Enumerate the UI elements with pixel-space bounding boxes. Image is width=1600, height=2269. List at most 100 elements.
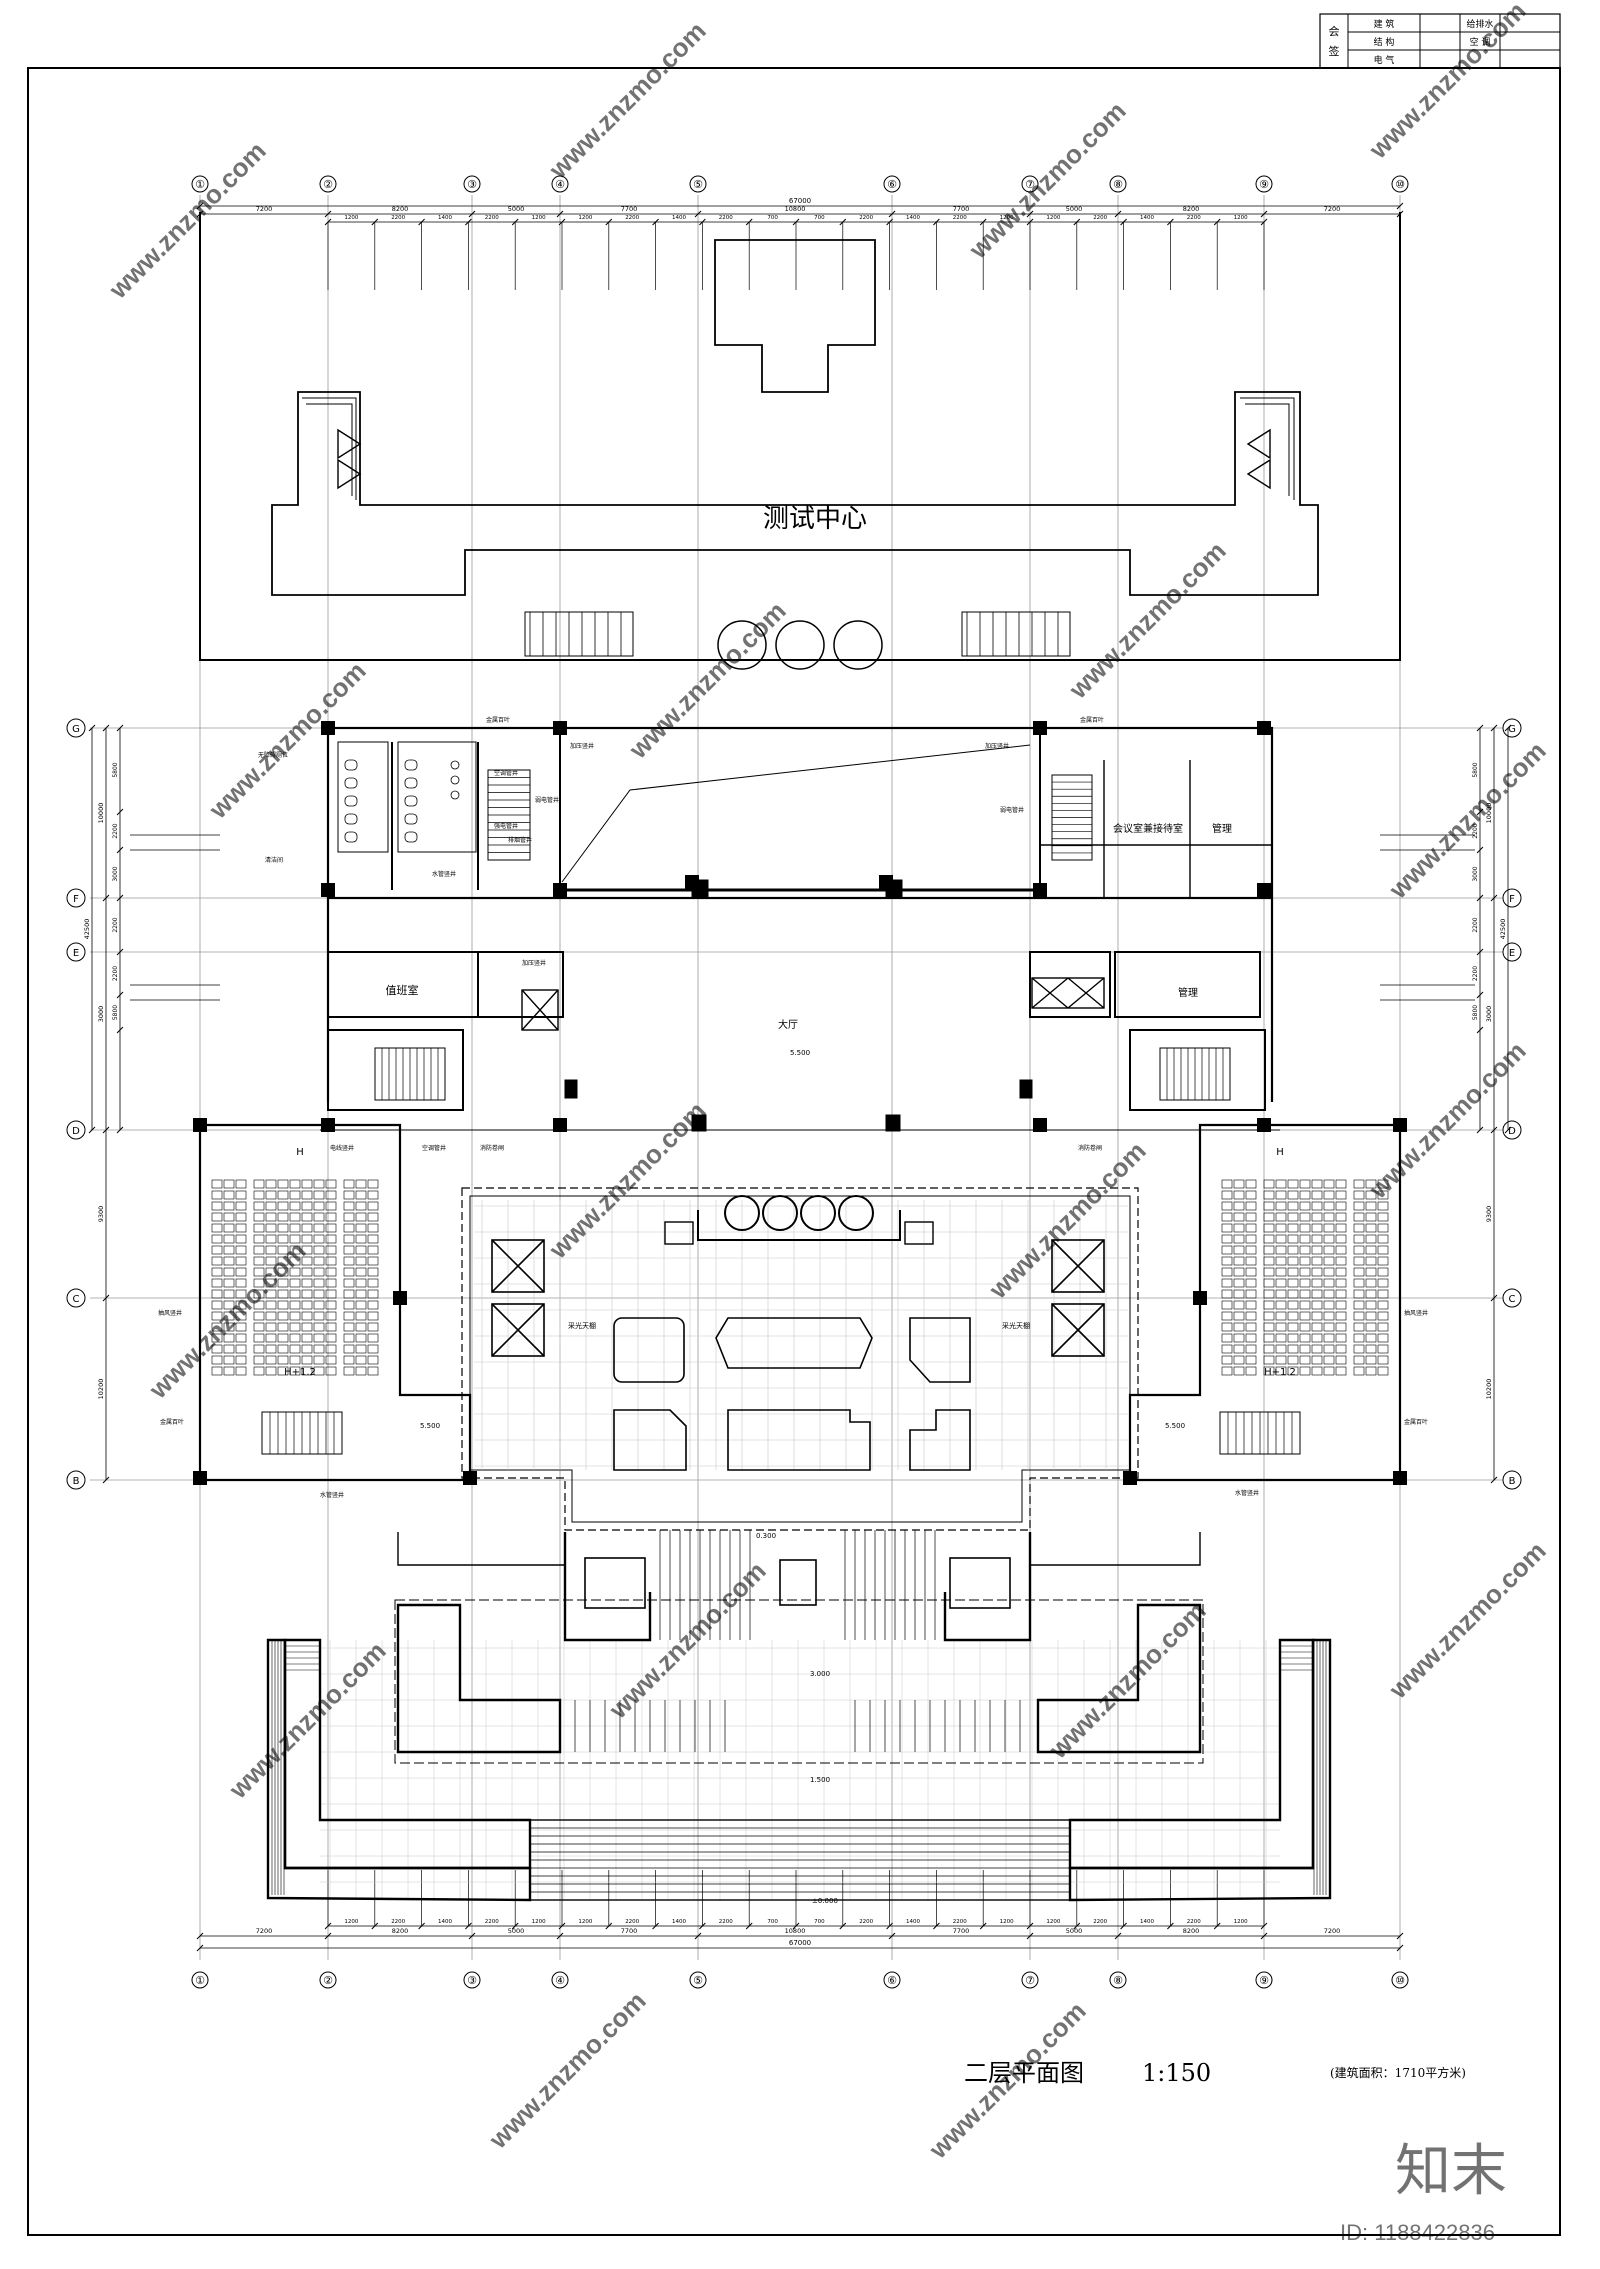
dim-sub-bottom-label: 700: [814, 1919, 825, 1925]
seat-right: [1287, 1179, 1299, 1189]
dim-sub-top-label: 2200: [485, 215, 499, 221]
seat-left: [265, 1278, 277, 1288]
seat-left: [253, 1190, 265, 1200]
seat-right: [1299, 1366, 1311, 1376]
toilet-fixture: [404, 759, 418, 771]
dim-sub-top-label: 2200: [625, 215, 639, 221]
elev-left-stair: 5.500: [420, 1422, 440, 1430]
axis-bubble-col: [463, 175, 481, 193]
seat-right: [1233, 1223, 1245, 1233]
seat-left: [235, 1212, 247, 1222]
dim-axis-bottom-label: 8200: [1183, 1927, 1200, 1935]
axis-label-row: D: [1508, 1126, 1516, 1137]
urinal: [450, 790, 460, 800]
label-fire-shutter-1: 消防卷闸: [480, 1144, 504, 1152]
seat-right: [1377, 1278, 1389, 1288]
axis-label-col: ③: [467, 178, 477, 191]
seat-left: [325, 1366, 337, 1376]
seat-left: [289, 1278, 301, 1288]
watermark-site: www.znzmo.com: [482, 1986, 651, 2155]
seat-right: [1299, 1311, 1311, 1321]
seat-left: [289, 1289, 301, 1299]
seat-left: [355, 1190, 367, 1200]
axis-label-col: ⑩: [1395, 178, 1405, 191]
toilet-block: [337, 741, 479, 890]
axis-bubble-col: [1255, 1971, 1273, 1989]
seat-left: [235, 1311, 247, 1321]
seat-left: [277, 1256, 289, 1266]
seat-left: [253, 1179, 265, 1189]
seat-left: [265, 1179, 277, 1189]
seat-left: [325, 1278, 337, 1288]
seat-left: [289, 1179, 301, 1189]
seat-left: [211, 1212, 223, 1222]
stair-right-mid: [1159, 1047, 1231, 1101]
seat-left: [355, 1289, 367, 1299]
dim-left-detail-label: 5800: [112, 1005, 119, 1020]
seat-left: [289, 1201, 301, 1211]
seat-right: [1287, 1212, 1299, 1222]
seat-left: [367, 1267, 379, 1277]
seat-left: [211, 1223, 223, 1233]
sign-label-2: 签: [1329, 44, 1340, 58]
seat-right: [1365, 1201, 1377, 1211]
toilet-fixture: [344, 777, 358, 789]
lecture-seats: [211, 1179, 1389, 1376]
dim-sub-bottom-label: 1200: [344, 1919, 358, 1925]
seat-right: [1263, 1201, 1275, 1211]
elev-lobby: 5.500: [790, 1049, 810, 1057]
axis-bubble-col: [1391, 1971, 1409, 1989]
seat-left: [265, 1234, 277, 1244]
seat-left: [289, 1190, 301, 1200]
label-pressure-3: 加压竖井: [522, 959, 546, 967]
seat-right: [1335, 1245, 1347, 1255]
seat-right: [1275, 1344, 1287, 1354]
seat-right: [1365, 1256, 1377, 1266]
label-ac-shaft-2: 空调管井: [422, 1144, 446, 1152]
watermark-site: www.znzmo.com: [1062, 536, 1231, 705]
seat-right: [1221, 1355, 1233, 1365]
atrium-floor-grid: [320, 1200, 1280, 1900]
seat-left: [313, 1234, 325, 1244]
axis-bubble-row: [1502, 718, 1522, 738]
seat-left: [223, 1201, 235, 1211]
seat-right: [1245, 1278, 1257, 1288]
seat-right: [1323, 1212, 1335, 1222]
seat-left: [355, 1333, 367, 1343]
seat-left: [253, 1311, 265, 1321]
seat-right: [1353, 1355, 1365, 1365]
column: [1193, 1291, 1207, 1305]
seat-right: [1311, 1366, 1323, 1376]
seat-left: [265, 1256, 277, 1266]
seat-right: [1365, 1267, 1377, 1277]
urinal: [450, 760, 460, 770]
seat-right: [1221, 1234, 1233, 1244]
seat-right: [1299, 1212, 1311, 1222]
seat-left: [253, 1267, 265, 1277]
axis-bubble-row: [1502, 888, 1522, 908]
axis-label-col: ①: [195, 1974, 205, 1987]
seat-right: [1233, 1289, 1245, 1299]
column: [553, 883, 567, 897]
seat-left: [355, 1201, 367, 1211]
drawing-title-text: 二层平面图: [964, 2059, 1084, 2087]
seat-left: [325, 1256, 337, 1266]
axis-label-row: C: [73, 1294, 80, 1305]
seat-left: [355, 1344, 367, 1354]
seat-right: [1245, 1300, 1257, 1310]
axis-label-col: ④: [555, 178, 565, 191]
seat-left: [325, 1212, 337, 1222]
seat-left: [301, 1179, 313, 1189]
seat-left: [223, 1245, 235, 1255]
seat-left: [343, 1201, 355, 1211]
seat-left: [265, 1333, 277, 1343]
seat-left: [253, 1245, 265, 1255]
seat-right: [1323, 1355, 1335, 1365]
seat-left: [253, 1333, 265, 1343]
watermark-site: www.znzmo.com: [202, 656, 371, 825]
label-metal-louver-1: 金属百叶: [486, 716, 510, 724]
front-step-treads: [529, 612, 1059, 656]
seat-left: [211, 1256, 223, 1266]
dim-left-axis-label: 10200: [97, 1379, 105, 1400]
